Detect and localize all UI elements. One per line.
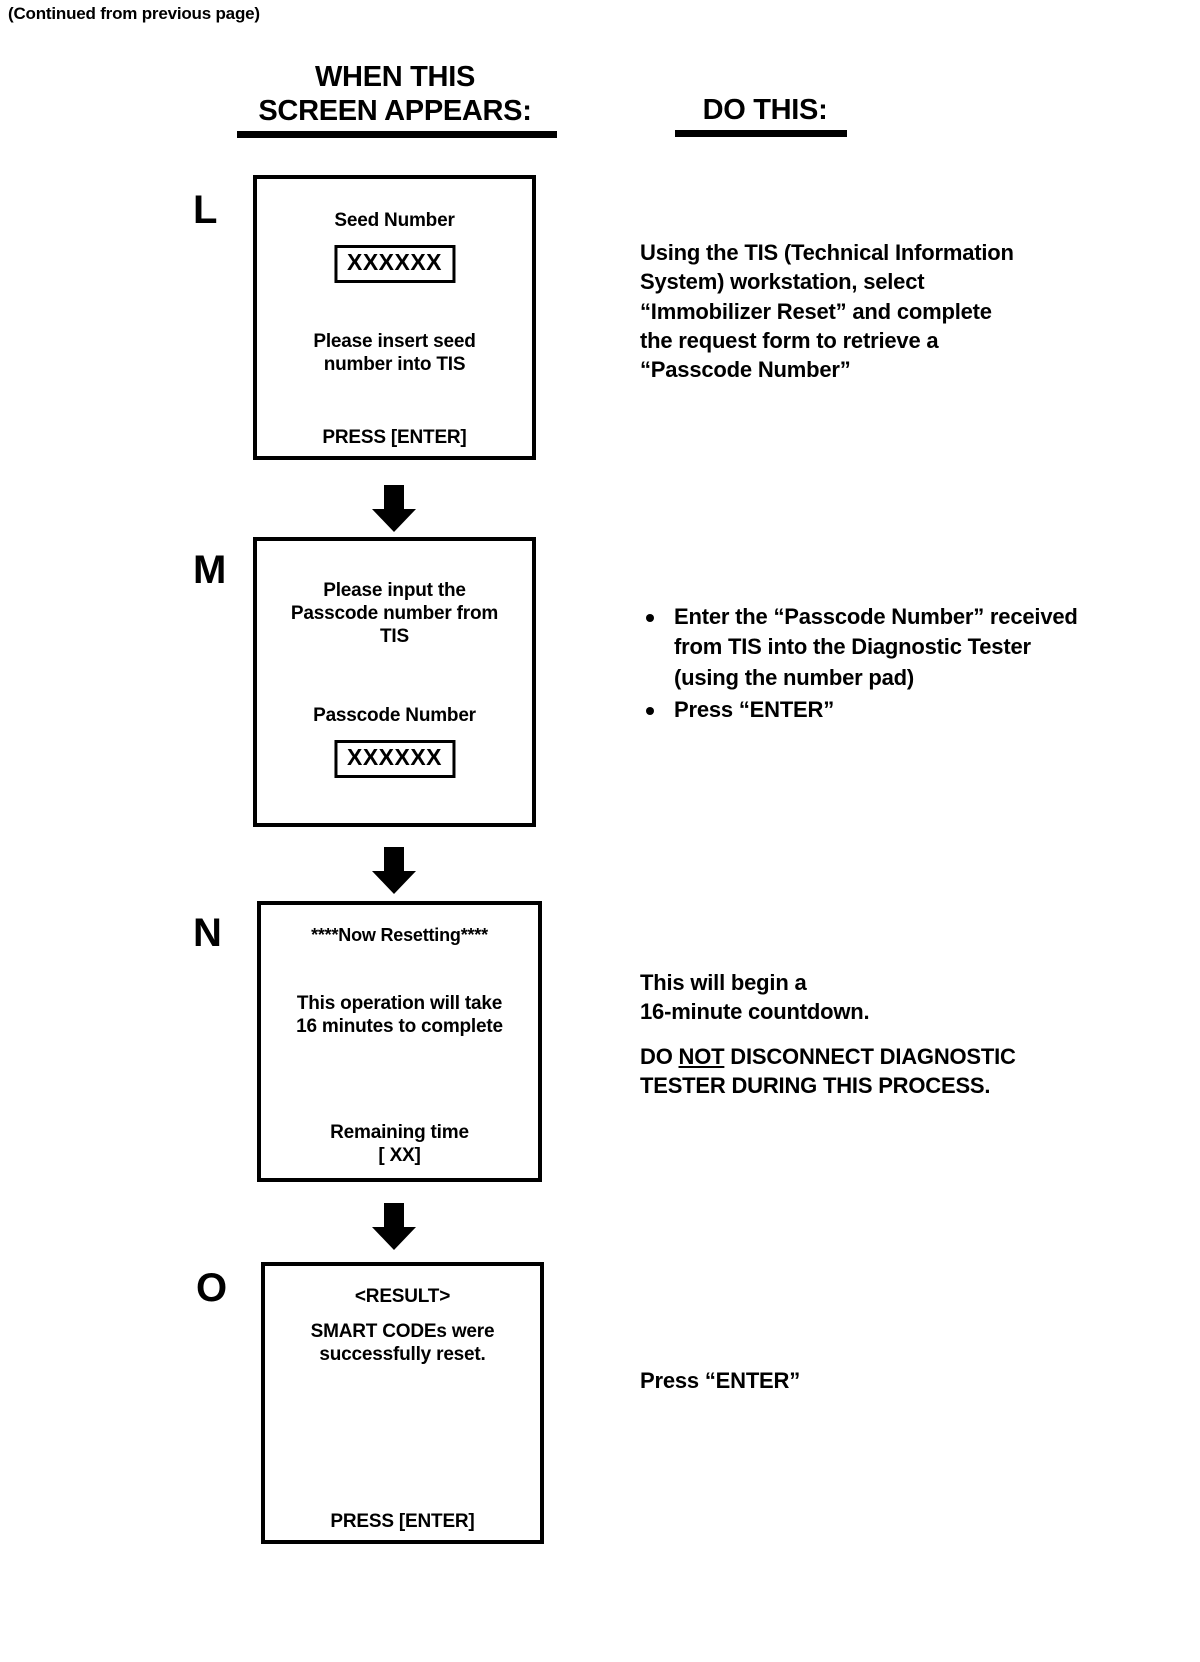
step-letter-o: O bbox=[196, 1266, 228, 1310]
instruction-l-line-4: the request form to retrieve a bbox=[640, 327, 939, 353]
screen-mockup-n: ****Now Resetting**** This operation wil… bbox=[257, 901, 542, 1182]
screen-m-title: Passcode Number bbox=[313, 705, 476, 726]
instruction-n-warning: DO NOT DISCONNECT DIAGNOSTIC TESTER DURI… bbox=[640, 1042, 1160, 1101]
warning-suffix: DISCONNECT DIAGNOSTIC bbox=[724, 1044, 1016, 1069]
screen-m-body-line-1: Please input the bbox=[323, 580, 466, 601]
screen-n-body-line-2: 16 minutes to complete bbox=[296, 1016, 503, 1037]
header-underline bbox=[237, 131, 557, 139]
instruction-m-bullet-1: Enter the “Passcode Number” received fro… bbox=[640, 602, 1100, 693]
screen-mockup-o: <RESULT> SMART CODEs were successfully r… bbox=[261, 1262, 544, 1544]
warning-emphasis-not: NOT bbox=[678, 1044, 725, 1069]
down-arrow-icon bbox=[371, 847, 417, 895]
screen-l-title: Seed Number bbox=[334, 210, 455, 231]
screen-l-seed-number-value: XXXXXX bbox=[333, 245, 456, 283]
column-header-when-this-screen-appears: WHEN THIS SCREEN APPEARS: bbox=[215, 60, 575, 139]
screen-n-footer-line-1: Remaining time bbox=[330, 1122, 469, 1143]
instruction-m-bullet-2: Press “ENTER” bbox=[640, 695, 1100, 725]
screen-l-body-line-2: number into TIS bbox=[323, 354, 466, 375]
instruction-n: This will begin a 16-minute countdown. bbox=[640, 968, 1140, 1027]
screen-l-footer: PRESS [ENTER] bbox=[322, 427, 467, 448]
header-underline bbox=[675, 130, 847, 138]
instruction-n-line-2: 16-minute countdown. bbox=[640, 999, 870, 1025]
screen-n-title: ****Now Resetting**** bbox=[311, 925, 488, 945]
screen-n-body-line-1: This operation will take bbox=[296, 993, 503, 1014]
screen-o-title: <RESULT> bbox=[354, 1286, 451, 1307]
instruction-l-line-5: “Passcode Number” bbox=[640, 357, 851, 382]
instruction-m-bullet-list: Enter the “Passcode Number” received fro… bbox=[640, 602, 1100, 727]
screen-o-body-line-2: successfully reset. bbox=[319, 1344, 486, 1365]
screen-l-body-line-1: Please insert seed bbox=[313, 331, 476, 352]
column-header-line-1: WHEN THIS bbox=[314, 61, 475, 93]
instruction-l-line-3: “Immobilizer Reset” and complete bbox=[640, 298, 992, 324]
screen-m-passcode-number-value: XXXXXX bbox=[333, 740, 456, 778]
instruction-o-line-1: Press “ENTER” bbox=[640, 1368, 801, 1393]
step-letter-m: M bbox=[193, 548, 227, 592]
step-letter-l: L bbox=[193, 188, 218, 232]
step-letter-n: N bbox=[193, 911, 222, 955]
instruction-n-line-1: This will begin a bbox=[640, 970, 807, 995]
screen-mockup-l: Seed Number XXXXXX Please insert seed nu… bbox=[253, 175, 536, 460]
down-arrow-icon bbox=[371, 485, 417, 533]
continued-from-previous-page-note: (Continued from previous page) bbox=[8, 4, 260, 23]
instruction-n-warning-line-1: DO NOT DISCONNECT DIAGNOSTIC bbox=[640, 1042, 1160, 1071]
instruction-l: Using the TIS (Technical Information Sys… bbox=[640, 238, 1120, 384]
warning-prefix: DO bbox=[640, 1044, 679, 1069]
screen-mockup-m: Please input the Passcode number from TI… bbox=[253, 537, 536, 827]
instruction-o: Press “ENTER” bbox=[640, 1366, 1080, 1395]
screen-m-body-line-3: TIS bbox=[380, 626, 409, 647]
column-header-do-this-label: DO THIS: bbox=[702, 94, 828, 126]
column-header-do-this: DO THIS: bbox=[625, 93, 905, 138]
instruction-n-warning-line-2: TESTER DURING THIS PROCESS. bbox=[640, 1073, 991, 1099]
screen-o-footer: PRESS [ENTER] bbox=[330, 1511, 475, 1532]
screen-m-body-line-2: Passcode number from bbox=[290, 603, 499, 624]
down-arrow-icon bbox=[371, 1203, 417, 1251]
column-header-line-2: SCREEN APPEARS: bbox=[258, 95, 532, 128]
instruction-l-line-1: Using the TIS (Technical Information bbox=[640, 240, 1014, 265]
instruction-l-line-2: System) workstation, select bbox=[640, 269, 925, 295]
screen-o-body-line-1: SMART CODEs were bbox=[310, 1321, 495, 1342]
screen-n-footer-line-2: [ XX] bbox=[378, 1145, 421, 1166]
